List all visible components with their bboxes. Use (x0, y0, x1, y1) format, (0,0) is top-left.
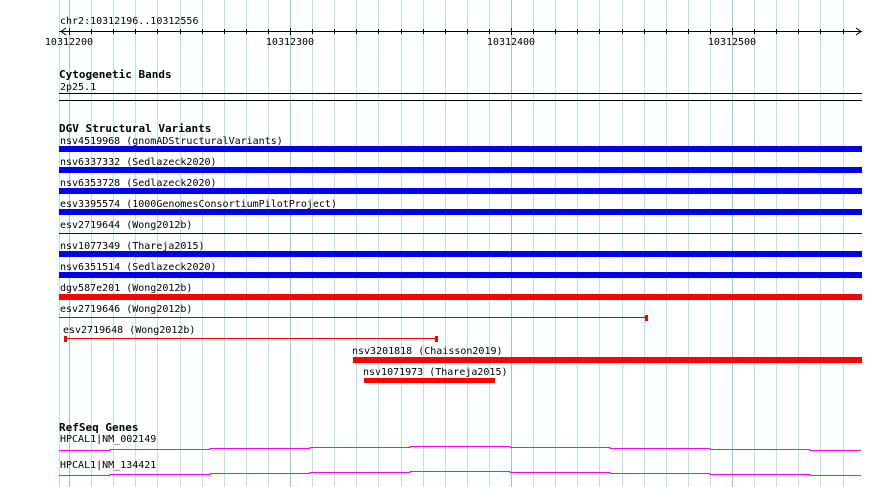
variant-end-block (435, 336, 438, 342)
tick-label: 10312500 (708, 37, 756, 48)
variant-bar[interactable] (59, 146, 862, 152)
gene-model[interactable] (59, 446, 861, 451)
track-title: Cytogenetic Bands (59, 68, 172, 81)
feature-label: esv2719646 (Wong2012b) (60, 304, 192, 315)
feature-label: nsv6337332 (Sedlazeck2020) (60, 157, 217, 168)
feature-label: esv3395574 (1000GenomesConsortiumPilotPr… (60, 199, 337, 210)
variant-bar[interactable] (59, 209, 862, 215)
feature-label: nsv1071973 (Thareja2015) (363, 367, 508, 378)
ruler-ticks (69, 28, 844, 35)
tick-label: 10312400 (487, 37, 535, 48)
feature-label: nsv3201818 (Chaisson2019) (352, 346, 503, 357)
cytoband-track: Cytogenetic Bands 2p25.1 (59, 68, 862, 101)
gene-label: HPCAL1|NM_134421 (60, 460, 156, 471)
feature-label: nsv4519968 (gnomADStructuralVariants) (60, 136, 283, 147)
variant-bar[interactable] (353, 357, 862, 363)
region-label: chr2:10312196..10312556 (60, 16, 198, 27)
variant-bar[interactable] (364, 378, 495, 383)
band-label: 2p25.1 (60, 82, 96, 93)
variant-end-block (64, 336, 67, 342)
feature-label: nsv1077349 (Thareja2015) (60, 241, 205, 252)
variant-end-block (645, 315, 648, 321)
ruler-track: chr2:10312196..10312556 10312200 1031230… (45, 16, 862, 48)
variant-bar[interactable] (59, 188, 862, 194)
track-title: RefSeq Genes (59, 421, 138, 434)
right-arrow-icon[interactable] (855, 27, 862, 36)
variant-bar[interactable] (59, 272, 862, 278)
feature-label: dgv587e201 (Wong2012b) (60, 283, 192, 294)
tick-label: 10312200 (45, 37, 93, 48)
left-arrow-icon[interactable] (60, 27, 67, 36)
variant-bar[interactable] (59, 167, 862, 173)
gene-model[interactable] (59, 471, 861, 476)
feature-label: nsv6351514 (Sedlazeck2020) (60, 262, 217, 273)
variant-bar[interactable] (59, 251, 862, 257)
tick-label: 10312300 (266, 37, 314, 48)
variant-bar[interactable] (59, 294, 862, 300)
feature-label: esv2719644 (Wong2012b) (60, 220, 192, 231)
refseq-track: RefSeq Genes HPCAL1|NM_002149 HPCAL1|NM_… (59, 421, 861, 476)
gene-label: HPCAL1|NM_002149 (60, 434, 156, 445)
track-title: DGV Structural Variants (59, 122, 211, 135)
feature-label: esv2719648 (Wong2012b) (63, 325, 195, 336)
feature-label: nsv6353728 (Sedlazeck2020) (60, 178, 217, 189)
dgv-track: DGV Structural Variants nsv4519968 (gnom… (59, 122, 862, 383)
grid-lines (59, 0, 844, 487)
